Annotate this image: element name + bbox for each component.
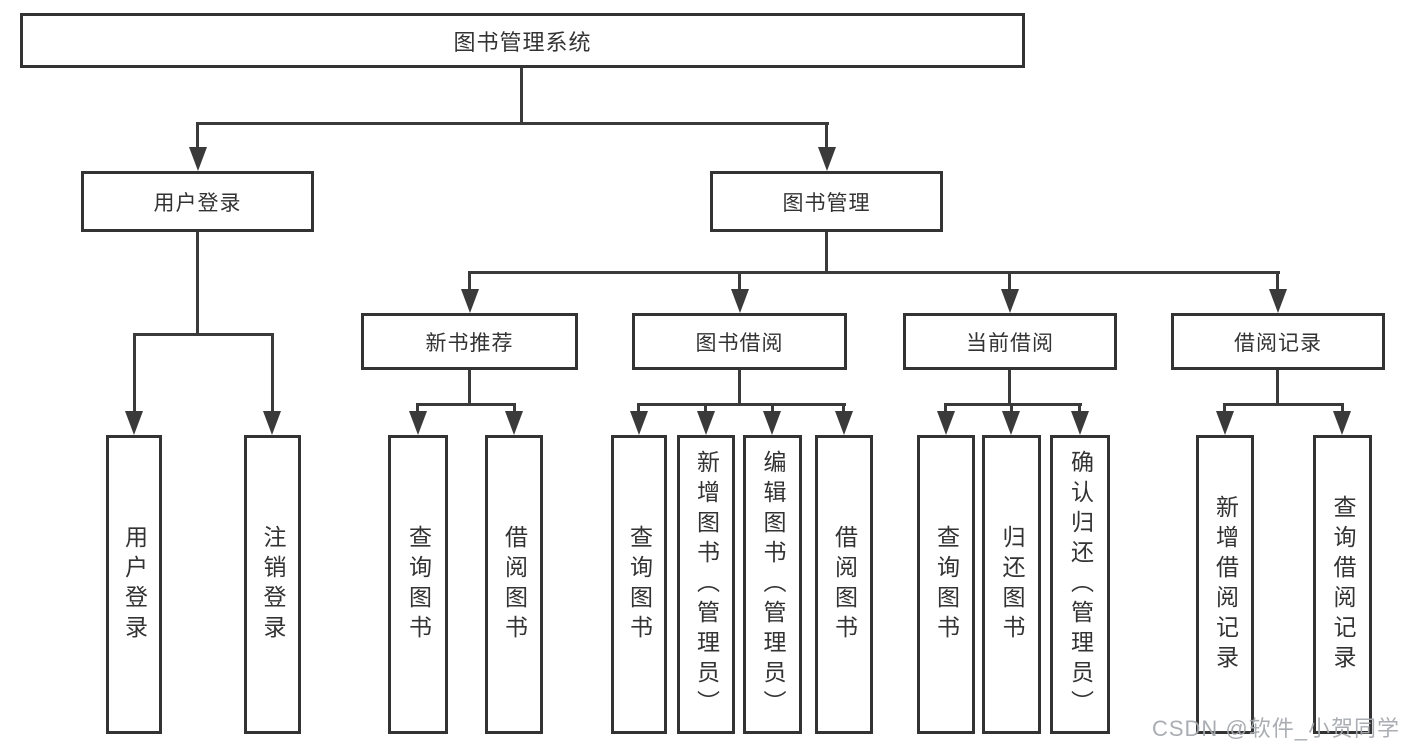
node-label: 图书管理 [782, 191, 871, 215]
node-book-management: 图书管理 [710, 171, 943, 232]
arrow-down-icon [1001, 289, 1019, 313]
connector-line [196, 122, 199, 149]
arrow-down-icon [937, 411, 955, 435]
connector-line [468, 370, 471, 406]
arrow-down-icon [697, 411, 715, 435]
arrow-down-icon [1333, 411, 1351, 435]
leaf-query-books-borrowing: 查询图书 [611, 435, 667, 734]
node-label: 查询图书 [933, 524, 960, 645]
node-current-borrowing: 当前借阅 [903, 313, 1117, 370]
node-label: 确认归还（管理员） [1067, 449, 1094, 720]
arrow-down-icon [1002, 411, 1020, 435]
arrow-down-icon [630, 411, 648, 435]
connector-line [468, 271, 1280, 274]
node-library-management-system: 图书管理系统 [20, 13, 1025, 68]
node-label: 查询借阅记录 [1330, 494, 1356, 675]
connector-line [1008, 370, 1011, 406]
arrow-down-icon [763, 411, 781, 435]
node-new-book-recommendation: 新书推荐 [361, 313, 578, 370]
node-label: 图书管理系统 [453, 29, 592, 55]
connector-line [842, 403, 845, 413]
connector-line [468, 271, 471, 291]
arrow-down-icon [505, 411, 523, 435]
arrow-down-icon [1071, 411, 1089, 435]
leaf-logout: 注销登录 [244, 435, 301, 734]
node-label: 归还图书 [999, 524, 1025, 645]
arrow-down-icon [835, 411, 853, 435]
connector-line [196, 232, 199, 336]
connector-line [416, 403, 419, 413]
connector-line [133, 333, 136, 413]
arrow-down-icon [818, 147, 836, 171]
connector-line [133, 333, 274, 336]
connector-line [825, 122, 828, 149]
arrow-down-icon [125, 411, 143, 435]
connector-line [271, 333, 274, 413]
node-label: 图书借阅 [695, 331, 784, 355]
connector-line [771, 403, 774, 413]
node-label: 查询图书 [405, 524, 432, 645]
connector-line [416, 403, 516, 406]
arrow-down-icon [263, 411, 281, 435]
connector-line [1008, 271, 1011, 291]
arrow-down-icon [189, 147, 207, 171]
connector-line [1078, 403, 1081, 413]
connector-line [1223, 403, 1344, 406]
arrow-down-icon [731, 289, 749, 313]
arrow-down-icon [461, 289, 479, 313]
node-label: 用户登录 [121, 524, 148, 645]
node-label: 用户登录 [153, 191, 242, 215]
node-label: 当前借阅 [966, 331, 1054, 355]
leaf-borrow-books-borrowing: 借阅图书 [815, 435, 873, 734]
connector-line [1010, 403, 1013, 413]
connector-line [637, 403, 846, 406]
csdn-watermark: CSDN @软件_小贺同学 [1151, 716, 1400, 741]
connector-line [1341, 403, 1344, 413]
node-label: 新增借阅记录 [1212, 494, 1239, 675]
node-label: 新增图书（管理员） [693, 449, 720, 720]
leaf-return-books: 归还图书 [982, 435, 1041, 734]
node-user-login: 用户登录 [81, 171, 314, 232]
connector-line [738, 271, 741, 291]
connector-line [196, 122, 829, 125]
node-label: 注销登录 [260, 524, 286, 645]
connector-line [637, 403, 640, 413]
node-borrowing-records: 借阅记录 [1171, 313, 1385, 370]
leaf-query-borrow-record: 查询借阅记录 [1313, 435, 1372, 734]
connector-line [825, 232, 828, 274]
node-label: 借阅记录 [1234, 331, 1322, 355]
connector-line [944, 403, 1082, 406]
connector-line [704, 403, 707, 413]
leaf-add-book-admin: 新增图书（管理员） [677, 435, 735, 734]
node-book-borrowing: 图书借阅 [632, 313, 847, 370]
connector-line [1223, 403, 1226, 413]
connector-line [1276, 370, 1279, 406]
leaf-user-login: 用户登录 [106, 435, 162, 734]
node-label: 查询图书 [626, 524, 653, 645]
leaf-add-borrow-record: 新增借阅记录 [1196, 435, 1254, 734]
leaf-edit-book-admin: 编辑图书（管理员） [743, 435, 802, 734]
leaf-borrow-books-recommend: 借阅图书 [485, 435, 543, 734]
node-label: 借阅图书 [831, 524, 858, 645]
node-label: 新书推荐 [425, 331, 514, 355]
arrow-down-icon [1269, 289, 1287, 313]
arrow-down-icon [409, 411, 427, 435]
connector-line [738, 370, 741, 406]
arrow-down-icon [1216, 411, 1234, 435]
connector-line [944, 403, 947, 413]
connector-line [1276, 271, 1279, 291]
leaf-query-books-recommend: 查询图书 [388, 435, 448, 734]
connector-line [513, 403, 516, 413]
leaf-confirm-return-admin: 确认归还（管理员） [1050, 435, 1110, 734]
connector-line [520, 68, 523, 125]
node-label: 借阅图书 [501, 524, 528, 645]
node-label: 编辑图书（管理员） [760, 449, 786, 720]
leaf-query-books-current: 查询图书 [917, 435, 975, 734]
